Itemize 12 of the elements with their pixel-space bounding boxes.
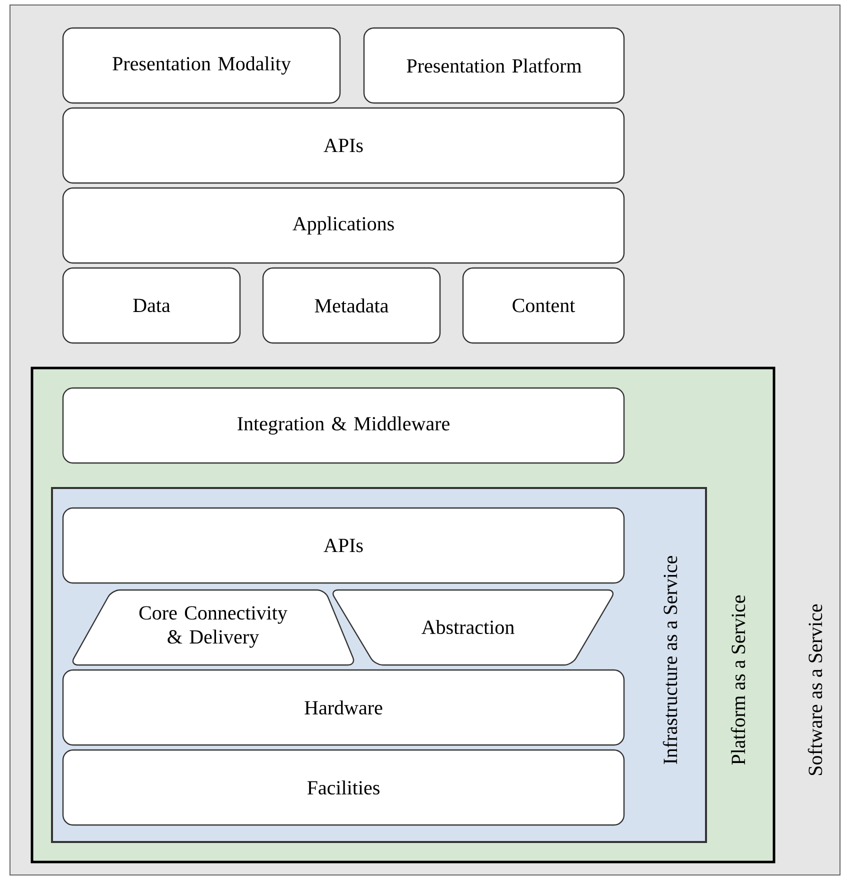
layer-box: Presentation Modality (62, 27, 341, 104)
layer-box: Hardware (62, 669, 625, 746)
layer-box: Content (462, 267, 625, 344)
layer-box: Applications (62, 187, 625, 264)
layer-box: Integration & Middleware (62, 387, 625, 464)
layer-box: Presentation Platform (363, 27, 625, 104)
trapezoid-box: Abstraction (332, 589, 614, 666)
layer-box: Facilities (62, 749, 625, 826)
layer-box: Data (62, 267, 241, 344)
layer-box: Metadata (262, 267, 441, 344)
layer-box: APIs (62, 107, 625, 184)
layer-box: APIs (62, 507, 625, 584)
